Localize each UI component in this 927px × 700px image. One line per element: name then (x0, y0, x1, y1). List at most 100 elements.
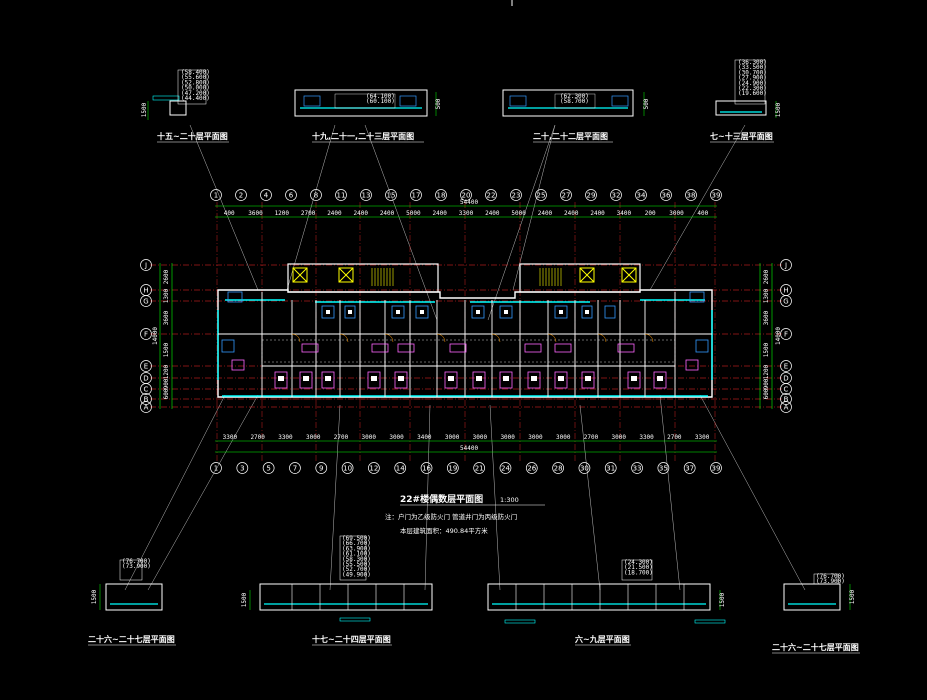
dimension-label: 3000 (389, 434, 404, 441)
dimension-label: 2400 (485, 210, 500, 217)
axis-label: B (784, 396, 789, 404)
leader-lines (124, 124, 806, 591)
main-building (217, 263, 713, 400)
dimension-label: 3300 (639, 434, 654, 441)
axis-bubble-left: C (140, 383, 152, 395)
callout-dimension: 500 (435, 98, 442, 109)
axis-label: 24 (501, 465, 510, 473)
elevation-label: (55.600) (181, 74, 210, 81)
axis-bubble-right: J (780, 259, 792, 271)
axis-label: 39 (712, 465, 721, 473)
dimension-label: 400 (224, 210, 235, 217)
axis-bubble-left: F (140, 328, 152, 340)
axis-bubble-right: F (780, 328, 792, 340)
axis-bubble-top: 32 (610, 189, 622, 201)
elevation-label: (69.500) (342, 535, 371, 542)
axis-bubble-top: 36 (660, 189, 672, 201)
elevation-label: (24.900) (738, 80, 767, 87)
axis-label: 1 (214, 465, 218, 473)
axis-label: 9 (319, 465, 323, 473)
axis-label: 8 (314, 192, 318, 200)
dimension-label: 3000 (500, 434, 515, 441)
dimension-label: 1500 (763, 342, 770, 357)
axis-bubble-bottom: 31 (604, 462, 617, 474)
axis-label: F (784, 331, 788, 339)
axis-label: 15 (387, 192, 396, 200)
elevation-label: (62.300) (560, 93, 589, 100)
dimension-label: 3600 (248, 210, 263, 217)
axis-label: 27 (562, 192, 571, 200)
elevation-label: (63.900) (342, 545, 371, 552)
plan-note-2: 本层建筑面积：490.84平方米 (400, 526, 488, 535)
callout-title: 七~十三层平面图 (710, 131, 773, 141)
dimension-label: 14000 (152, 327, 159, 345)
axis-label: 35 (659, 465, 668, 473)
dimension-label: 3600 (163, 310, 170, 325)
dimension-label: 3000 (528, 434, 543, 441)
callout-6-drawing (249, 535, 433, 622)
elevation-label: (58.700) (560, 98, 589, 105)
dimension-label: 2400 (354, 210, 369, 217)
axis-label: 32 (612, 192, 621, 200)
axis-bubble-bottom: 21 (473, 462, 486, 474)
axis-label: 19 (448, 465, 457, 473)
axis-label: 23 (512, 192, 521, 200)
elevator-icon (292, 267, 637, 283)
axis-bubble-left: G (140, 295, 152, 307)
axis-label: 5 (266, 465, 270, 473)
axis-label: G (143, 298, 148, 306)
dimension-label: 2700 (301, 210, 316, 217)
axis-label: D (783, 375, 788, 383)
axis-bubble-bottom: 12 (368, 462, 380, 474)
dimension-label: 2700 (667, 434, 682, 441)
axis-label: 22 (487, 192, 496, 200)
axis-bubble-bottom: 10 (341, 462, 354, 474)
axis-label: C (144, 386, 149, 394)
dimension-label: 2700 (250, 434, 265, 441)
axis-label: E (144, 363, 148, 371)
callout-title: 六~九层平面图 (575, 634, 630, 644)
axis-bubble-bottom: 35 (657, 462, 670, 474)
elevation-label: (76.700) (816, 573, 845, 580)
axis-bubble-bottom: 1 (210, 462, 222, 474)
elevation-label: (47.200) (181, 90, 210, 97)
elevation-label: (21.500) (624, 564, 653, 571)
axis-label: 39 (712, 192, 721, 200)
axis-bubble-top: 27 (560, 189, 572, 201)
axis-label: 29 (587, 192, 596, 200)
axis-bubble-top: 11 (335, 189, 347, 201)
axis-label: 34 (637, 192, 646, 200)
axis-bubble-left: B (140, 393, 152, 405)
axis-label: 16 (422, 465, 431, 473)
callout-1-drawing (147, 69, 207, 120)
elevation-label: (19.600) (738, 90, 767, 97)
dimension-label: 1500 (163, 342, 170, 357)
axis-bubble-bottom: 33 (631, 462, 643, 474)
axis-bubble-bottom: 37 (683, 462, 696, 474)
elevation-label: (44.400) (181, 95, 210, 102)
axis-label: 14 (396, 465, 405, 473)
dimension-label: 2400 (432, 210, 447, 217)
dimension-label: 600 (763, 388, 770, 399)
axis-bubble-top: 13 (360, 189, 372, 201)
axis-bubble-bottom: 30 (578, 462, 591, 474)
elevation-label: (60.100) (366, 98, 395, 105)
dimension-label: 2600 (163, 269, 170, 284)
axis-label: J (784, 262, 787, 270)
dimension-label: 2400 (327, 210, 342, 217)
dimension-label: 3400 (417, 434, 432, 441)
axis-bubble-top: 23 (510, 189, 522, 201)
callout-title: 十九,二十一,二十三层平面图 (312, 131, 414, 141)
axis-label: 31 (606, 465, 615, 473)
dimension-label: 2400 (564, 210, 579, 217)
callout-8-drawing (783, 573, 851, 611)
axis-bubble-bottom: 24 (499, 462, 512, 474)
callout-7-drawing (487, 559, 726, 624)
dimension-label: 3000 (306, 434, 321, 441)
dimension-label: 1300 (163, 288, 170, 303)
callout-title: 二十,二十二层平面图 (533, 131, 608, 141)
callout-dimension: 1500 (141, 102, 148, 117)
dimension-label: 200 (645, 210, 656, 217)
